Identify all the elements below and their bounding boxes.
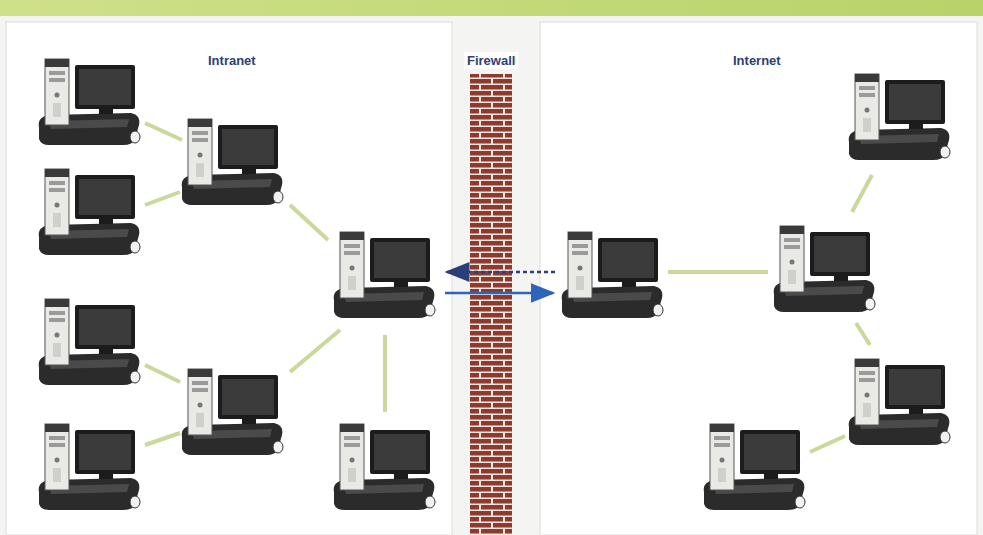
region-label: Firewall (464, 52, 518, 69)
region-label: Intranet (205, 52, 259, 69)
region-label: Internet (730, 52, 784, 69)
